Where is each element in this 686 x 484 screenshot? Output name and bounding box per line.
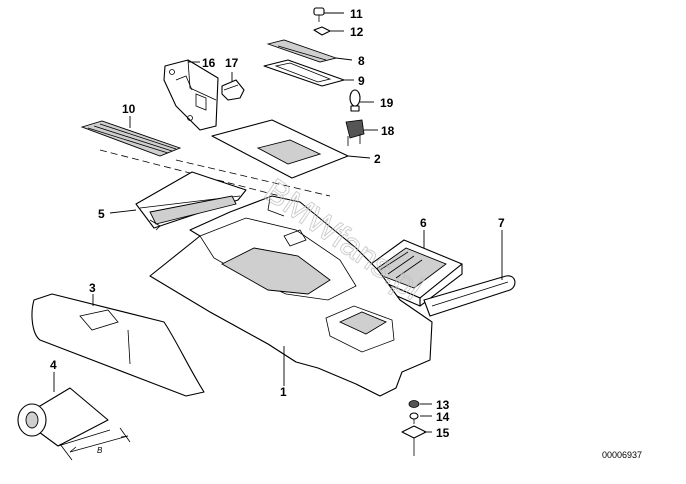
part-1-console: [149, 195, 433, 397]
part-15-clip: [401, 425, 427, 456]
leader-8: [335, 57, 353, 61]
part-3-panel: [31, 293, 205, 397]
part-13-nut: [408, 400, 420, 408]
callout-18: 18: [381, 124, 395, 138]
part-2-cover: [211, 119, 349, 179]
reference-number: 00006937: [602, 450, 642, 460]
part-18-socket: [345, 119, 365, 146]
part-19-bulb: [349, 89, 361, 112]
part-6-insert: [359, 239, 463, 307]
part-10-strip: [80, 120, 182, 157]
callout-16: 16: [202, 56, 216, 70]
callout-10: 10: [122, 102, 136, 116]
callout-5: 5: [98, 207, 105, 221]
part-5-tray: [135, 171, 247, 231]
dimension-b: B: [59, 427, 131, 461]
callout-12: 12: [350, 25, 364, 39]
part-4-roll: [17, 387, 111, 447]
callout-9: 9: [358, 74, 365, 88]
alignment-line-upper: [175, 159, 331, 197]
callout-13: 13: [436, 398, 450, 412]
part-12-nut: [313, 26, 331, 36]
callout-11: 11: [350, 7, 363, 21]
part-16-bracket: [163, 59, 219, 131]
leader-5: [109, 209, 137, 214]
part-9-frame: [263, 59, 345, 87]
callout-7: 7: [498, 216, 505, 230]
callout-1: 1: [280, 385, 287, 399]
part-14-washer: [409, 412, 419, 424]
part-7-trim: [423, 275, 516, 317]
callout-15: 15: [436, 426, 450, 440]
callout-3: 3: [89, 281, 96, 295]
leader-2: [347, 155, 371, 159]
dimension-label: B: [97, 446, 103, 455]
part-8-strip: [266, 39, 338, 63]
callout-8: 8: [358, 54, 365, 68]
callout-2: 2: [374, 152, 381, 166]
callout-14: 14: [436, 410, 450, 424]
callout-6: 6: [420, 216, 427, 230]
part-17-clip: [221, 79, 245, 101]
part-11-screw: [313, 7, 325, 22]
callout-17: 17: [225, 56, 239, 70]
callout-19: 19: [380, 96, 394, 110]
callout-4: 4: [50, 358, 57, 372]
